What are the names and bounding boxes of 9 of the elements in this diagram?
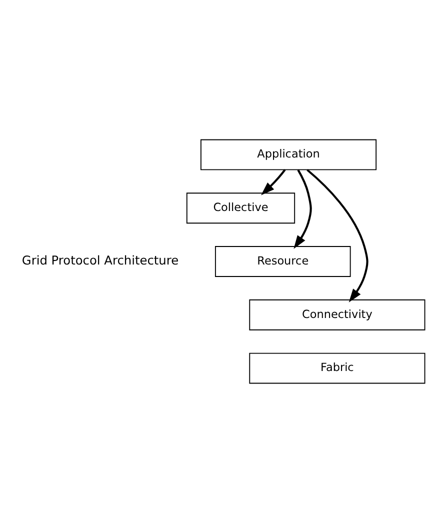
- node-box: Connectivity: [249, 299, 426, 330]
- node-box: Application: [200, 139, 377, 170]
- label: Grid Protocol Architecture: [22, 254, 179, 268]
- arrow: [261, 169, 286, 196]
- node-box: Collective: [186, 192, 296, 224]
- node-box: Resource: [214, 246, 351, 277]
- arrow: [306, 169, 368, 302]
- node-box: Fabric: [249, 352, 426, 384]
- arrow: [294, 169, 312, 249]
